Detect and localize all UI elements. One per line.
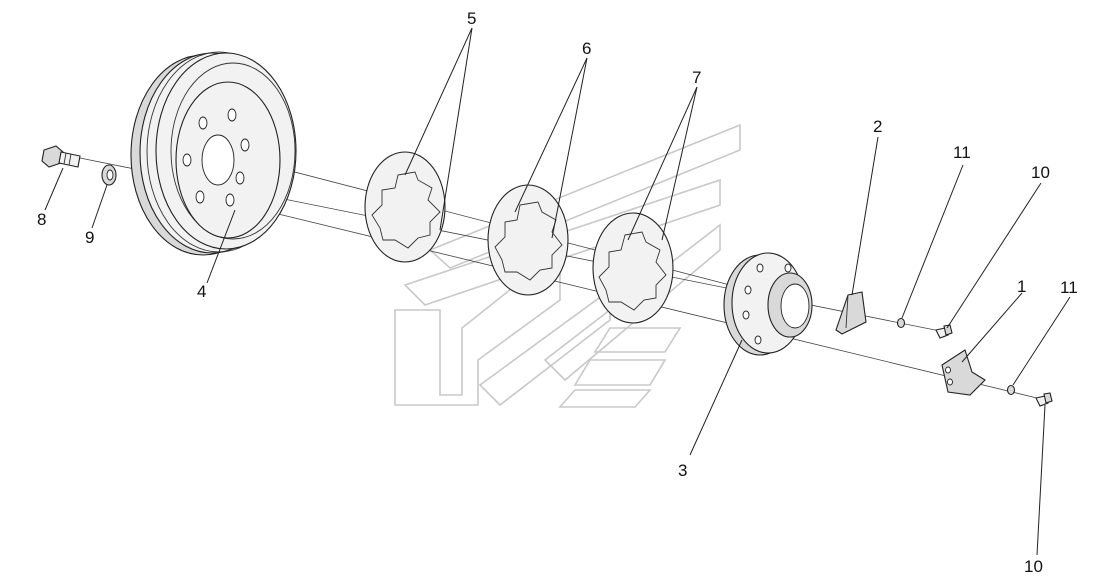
callout-9: 9 [85,228,94,247]
callout-6: 6 [582,39,591,58]
leader-lines [44,27,1071,556]
plate-part-7 [592,212,674,324]
plate-part-6 [487,184,569,296]
callout-11-lower: 11 [1060,278,1078,297]
watermark-logo [394,123,741,408]
pulley-part-4 [130,51,297,256]
callout-2: 2 [873,117,882,136]
callout-1: 1 [1017,277,1026,296]
washer-part-11-upper [896,317,906,329]
bracket-part-2 [835,291,867,335]
bolt-part-8 [41,145,81,168]
callout-7: 7 [692,68,701,87]
washer-part-11-lower [1006,384,1016,396]
callout-11-upper: 11 [953,143,971,162]
washer-part-9 [101,164,117,186]
bolt-part-10-upper [935,324,953,339]
hub-part-3 [723,252,813,356]
callout-labels: 1 2 3 4 5 6 7 8 9 10 10 11 11 [37,9,1078,576]
callout-5: 5 [467,9,476,28]
bracket-part-1 [941,349,986,396]
callout-4: 4 [197,282,206,301]
callout-8: 8 [37,210,46,229]
callout-3: 3 [678,461,687,480]
callout-10-lower: 10 [1024,557,1043,576]
bolt-part-10-lower [1035,392,1053,407]
plate-part-5 [364,151,446,263]
callout-10-upper: 10 [1031,163,1050,182]
